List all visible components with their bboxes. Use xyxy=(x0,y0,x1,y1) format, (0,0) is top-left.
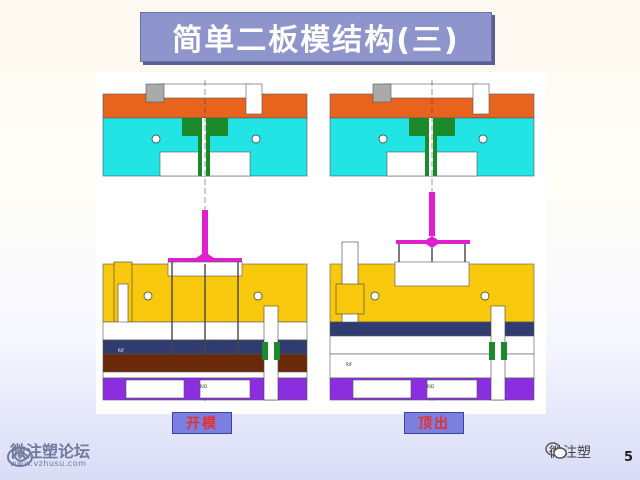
caption-eject: 顶出 xyxy=(404,412,464,434)
runner xyxy=(168,258,242,262)
label-rf-left: R/F xyxy=(118,348,125,353)
wechat-icon xyxy=(545,442,567,459)
page-number: 5 xyxy=(624,450,634,465)
page-title: 简单二板模结构(三) xyxy=(140,12,492,62)
logo-url: www.vzhusu.com xyxy=(10,459,87,468)
forum-logo: 微注塑论坛 www.vzhusu.com xyxy=(6,444,90,468)
mold-open-view: R/F R/D xyxy=(102,80,308,402)
swirl-logo-icon xyxy=(7,447,33,467)
sprue xyxy=(202,210,208,254)
mold-diagram-canvas: R/F R/D xyxy=(96,72,546,414)
mold-eject-view: R/F R/D xyxy=(329,80,535,402)
logo-name: 微注塑论坛 xyxy=(10,442,91,461)
mold-diagram: R/F R/D xyxy=(102,80,535,402)
locating-ring xyxy=(145,83,165,103)
label-rd-right: R/D xyxy=(427,384,434,389)
label-rf-right: R/F xyxy=(346,362,353,367)
caption-open: 开模 xyxy=(172,412,232,434)
wechat-badge: 微注塑 xyxy=(545,442,591,462)
label-rd-left: R/D xyxy=(200,384,207,389)
